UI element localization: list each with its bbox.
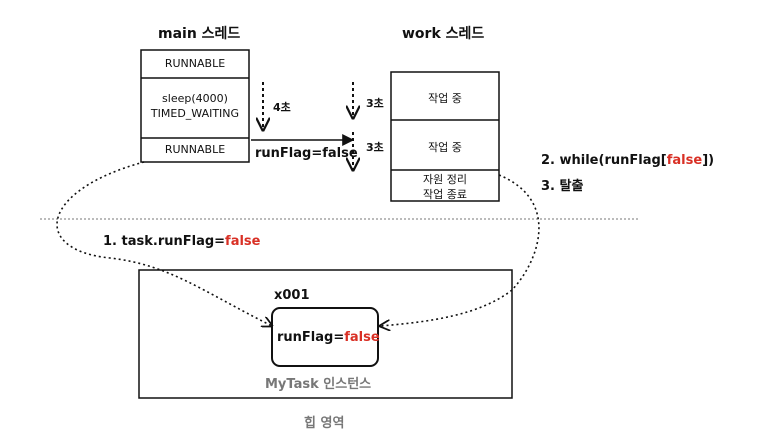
main-thread-column <box>140 49 250 163</box>
work-thread-title: work 스레드 <box>402 26 485 42</box>
main-state-sleep: sleep(4000) <box>162 92 228 105</box>
work-duration-label-2: 3초 <box>366 141 384 154</box>
work-cell-working-1: 작업 중 <box>428 92 462 105</box>
step-2-value: false <box>666 153 703 168</box>
step-2-suffix: ]) <box>702 153 715 168</box>
instance-field: runFlag=false <box>277 330 380 345</box>
work-cell-cleanup: 자원 정리 <box>423 173 467 186</box>
work-thread-column <box>390 71 500 202</box>
main-state-runnable-1: RUNNABLE <box>164 57 226 70</box>
instance-box <box>271 307 379 367</box>
step-3-label: 3. 탈출 <box>541 179 584 194</box>
step-1-label: 1. task.runFlag=false <box>103 234 261 249</box>
main-state-runnable-2: RUNNABLE <box>164 143 226 156</box>
step-2-prefix: 2. while(runFlag[ <box>541 153 667 168</box>
step-1-value: false <box>225 234 261 249</box>
main-to-instance-curve <box>56 161 272 326</box>
main-state-timed-waiting: TIMED_WAITING <box>150 107 240 120</box>
work-to-instance-curve <box>380 174 540 326</box>
instance-label: MyTask 인스턴스 <box>265 377 372 392</box>
work-cell-end: 작업 종료 <box>423 188 467 201</box>
work-duration-label-1: 3초 <box>366 97 384 110</box>
instance-field-value: false <box>344 330 380 345</box>
main-thread-box <box>140 49 250 163</box>
work-thread-box <box>390 71 500 202</box>
instance-address: x001 <box>274 288 310 303</box>
main-thread-title: main 스레드 <box>158 26 241 42</box>
step-1-prefix: 1. task.runFlag= <box>103 234 226 249</box>
sleep-duration-label: 4초 <box>273 101 291 114</box>
heap-area-label: 힙 영역 <box>304 416 345 431</box>
step-2-label: 2. while(runFlag[false]) <box>541 153 714 168</box>
runflag-arrow-label: runFlag=false <box>255 146 358 161</box>
instance-field-name: runFlag= <box>277 330 345 345</box>
work-cell-working-2: 작업 중 <box>428 141 462 154</box>
